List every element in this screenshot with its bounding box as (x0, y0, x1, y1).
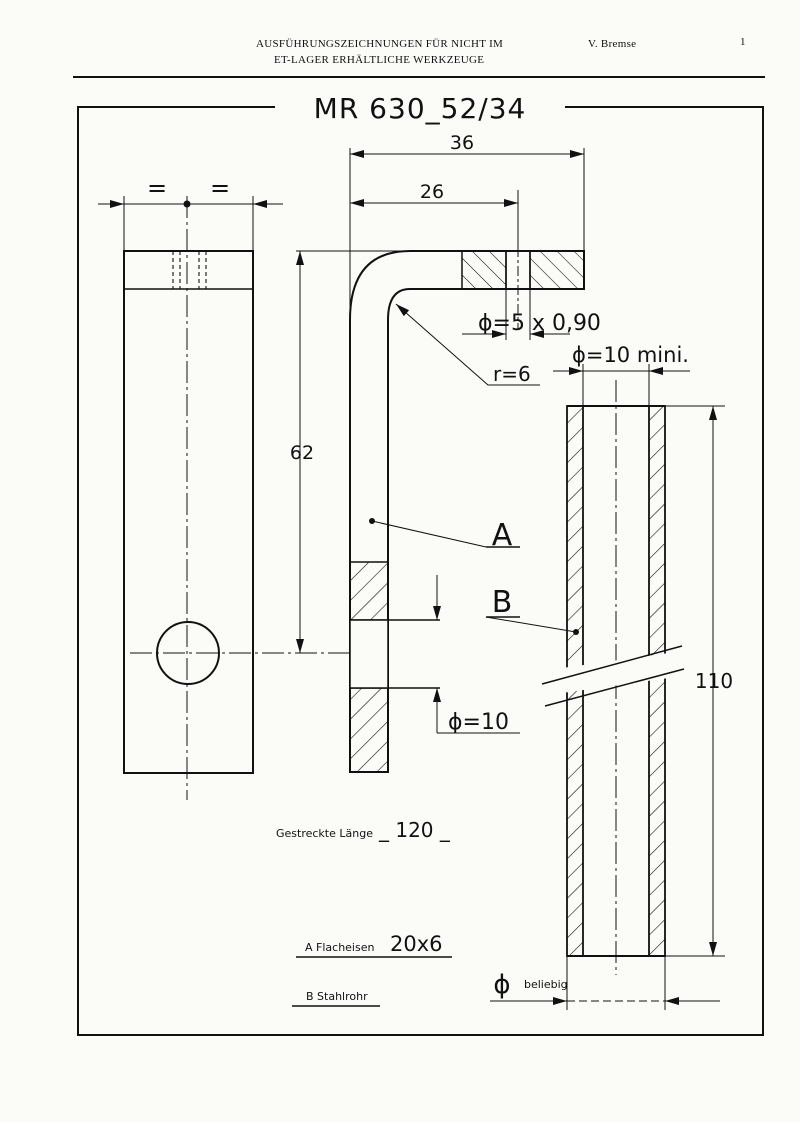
dim-width-hole: 26 (420, 181, 444, 203)
dim-height: 62 (290, 442, 314, 464)
material-a-label: A Flacheisen (305, 941, 374, 954)
equal-mark-right: = (210, 174, 230, 202)
dim-hole-small: ϕ=5 x 0,90 (478, 311, 601, 336)
dim-tube-phi: ϕ (493, 970, 510, 1000)
dim-radius: r=6 (493, 362, 531, 386)
part-number: MR 630_52/34 (314, 92, 527, 125)
drawing-frame (77, 106, 764, 1036)
dim-tube-min: ϕ=10 mini. (572, 343, 689, 367)
material-a-value: 20x6 (390, 932, 443, 956)
side-view (349, 190, 585, 773)
equal-mark-left: = (147, 174, 167, 202)
dims-tube (490, 364, 725, 1010)
dim-width-total: 36 (450, 132, 474, 154)
header-title-line2: ET-LAGER ERHÄLTLICHE WERKZEUGE (274, 54, 485, 66)
header-rule (73, 76, 765, 78)
dim-hole-large: ϕ=10 (448, 710, 509, 735)
label-b: B (492, 585, 513, 620)
label-a: A (492, 518, 513, 553)
page-number: 1 (740, 36, 746, 48)
header-author: V. Bremse (588, 38, 637, 50)
front-view (98, 196, 360, 800)
dim-tube-any: beliebig (524, 978, 568, 991)
label-leaders (371, 520, 577, 633)
material-b-label: B Stahlrohr (306, 990, 368, 1003)
tube-view (541, 380, 690, 975)
label-a-dot (369, 518, 375, 524)
dim-length: 110 (695, 669, 733, 693)
header-title-line1: AUSFÜHRUNGSZEICHNUNGEN FÜR NICHT IM (256, 38, 504, 50)
dims-top (296, 148, 585, 734)
stretched-length-label: Gestreckte Länge (276, 827, 373, 840)
stretched-length-value: _ 120 _ (378, 818, 451, 842)
